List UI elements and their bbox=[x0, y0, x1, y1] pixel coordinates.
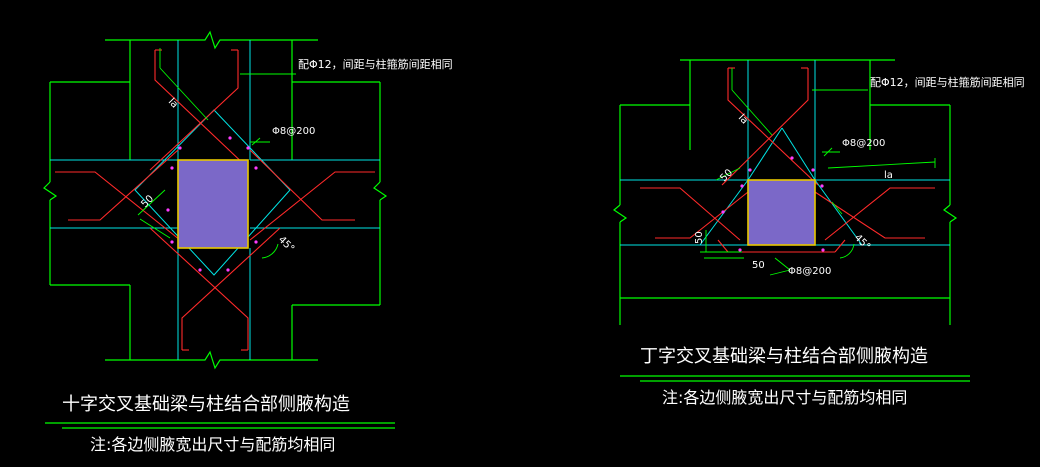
right-rebar-points bbox=[721, 156, 825, 252]
left-dim-angle: 45° bbox=[276, 234, 296, 254]
right-dim-50-c: 50 bbox=[752, 260, 765, 271]
left-dimension-lines bbox=[137, 48, 296, 259]
right-haunch-rebar bbox=[640, 67, 935, 253]
left-title: 十字交叉基础梁与柱结合部侧腋构造 bbox=[62, 394, 350, 415]
left-concrete-outline bbox=[43, 30, 388, 370]
left-haunch-rebar bbox=[55, 49, 375, 351]
left-note: 注:各边侧腋宽出尺寸与配筋均相同 bbox=[90, 435, 335, 454]
left-callout-rebar: 配Φ12，间距与柱箍筋间距相同 bbox=[298, 57, 453, 71]
right-column bbox=[747, 179, 816, 246]
right-callout-rebar: 配Φ12，间距与柱箍筋间距相同 bbox=[870, 75, 1025, 89]
left-dim-50: 50 bbox=[139, 193, 156, 210]
left-callout-stirrup: Φ8@200 bbox=[272, 126, 315, 137]
right-note: 注:各边侧腋宽出尺寸与配筋均相同 bbox=[662, 388, 907, 407]
right-callout-stirrup-bottom: Φ8@200 bbox=[788, 266, 831, 277]
left-cross-diagram: 配Φ12，间距与柱箍筋间距相同 Φ8@200 la 50 45° 十字交叉基础梁… bbox=[43, 30, 453, 454]
right-dim-50-a: 50 bbox=[718, 167, 735, 184]
right-callout-stirrup-top: Φ8@200 bbox=[842, 138, 885, 149]
left-title-underline bbox=[45, 422, 395, 429]
right-labels: 配Φ12，间距与柱箍筋间距相同 Φ8@200 Φ8@200 la la 50 5… bbox=[694, 75, 1025, 277]
right-dim-50-b: 50 bbox=[694, 231, 705, 244]
left-rebar-points bbox=[166, 136, 258, 272]
left-column bbox=[177, 159, 249, 249]
right-dimension-lines bbox=[700, 68, 936, 276]
left-stirrup-lines bbox=[50, 40, 380, 360]
right-t-diagram: 配Φ12，间距与柱箍筋间距相同 Φ8@200 Φ8@200 la la 50 5… bbox=[612, 59, 1025, 407]
right-concrete-outline bbox=[612, 59, 958, 325]
right-title-underline bbox=[620, 375, 970, 382]
right-title: 丁字交叉基础梁与柱结合部侧腋构造 bbox=[640, 346, 928, 367]
right-dim-la-right: la bbox=[884, 170, 893, 181]
